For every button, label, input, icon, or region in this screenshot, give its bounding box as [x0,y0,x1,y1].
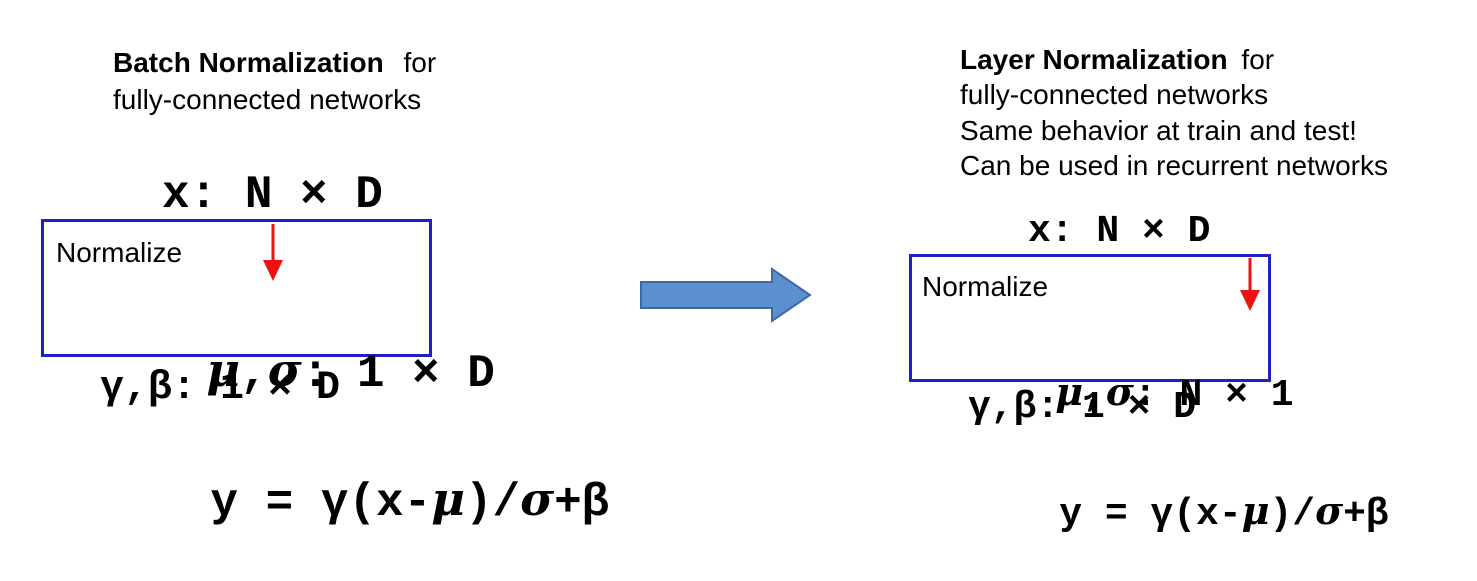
layernorm-title-suffix: for [1241,44,1275,75]
mu-symbol: μ [1241,488,1270,533]
batchnorm-title-suffix: for [403,47,437,78]
right-arrow-icon [640,267,812,323]
batchnorm-normalize-box [41,219,432,357]
layernorm-params-shape: γ,β: 1 × D [968,386,1197,429]
layernorm-heading: Layer Normalization for [960,41,1274,78]
formula-part-b: )/ [1269,493,1316,536]
batchnorm-subtitle: fully-connected networks [113,84,422,115]
layernorm-stats-shape: μ,σ: N × 1 [964,326,1294,462]
sigma-symbol: σ [1315,488,1344,533]
layernorm-subtitle: fully-connected networks [960,79,1269,110]
layernorm-normalize-label: Normalize [922,271,1049,302]
layernorm-title: Layer Normalization [960,44,1228,75]
formula-part-c: +β [1343,493,1389,536]
formula-part-b: )/ [464,477,521,529]
batchnorm-formula: y = γ(x-μ)/σ+β [100,424,609,578]
batchnorm-input-shape: x: N × D [162,169,383,221]
sigma-symbol: σ [520,472,555,526]
layernorm-note-recurrent: Can be used in recurrent networks [960,150,1388,181]
batchnorm-normalize-label: Normalize [56,237,183,268]
stats-dims: : 1 × D [301,348,495,400]
mu-symbol: μ [206,343,241,397]
layernorm-reduce-arrow [1240,258,1260,311]
stats-dims: : N × 1 [1133,374,1294,417]
formula-part-a: y = γ(x- [210,477,432,529]
formula-part-c: +β [554,477,610,529]
sigma-symbol: σ [267,343,302,397]
mu-symbol: μ [431,472,465,526]
sigma-symbol: σ [1105,369,1134,414]
down-arrow-icon [1240,258,1260,311]
layernorm-normalize-box [909,254,1271,382]
layernorm-input-shape: x: N × D [1028,210,1211,253]
layernorm-formula: y = γ(x-μ)/σ+β [968,445,1389,581]
batchnorm-heading: Batch Normalization for [113,44,436,81]
mu-symbol: μ [1055,369,1084,414]
stats-comma: , [240,348,268,400]
batchnorm-reduce-arrow [263,224,283,281]
layernorm-note-train-test: Same behavior at train and test! [960,115,1357,146]
batchnorm-stats-shape: μ,σ: 1 × D [96,295,495,449]
stats-comma: , [1083,374,1106,417]
formula-part-a: y = γ(x- [1059,493,1242,536]
transition-arrow [640,267,812,323]
batchnorm-params-shape: γ,β: 1 × D [100,366,341,411]
down-arrow-icon [263,224,283,281]
batchnorm-title: Batch Normalization [113,47,384,78]
